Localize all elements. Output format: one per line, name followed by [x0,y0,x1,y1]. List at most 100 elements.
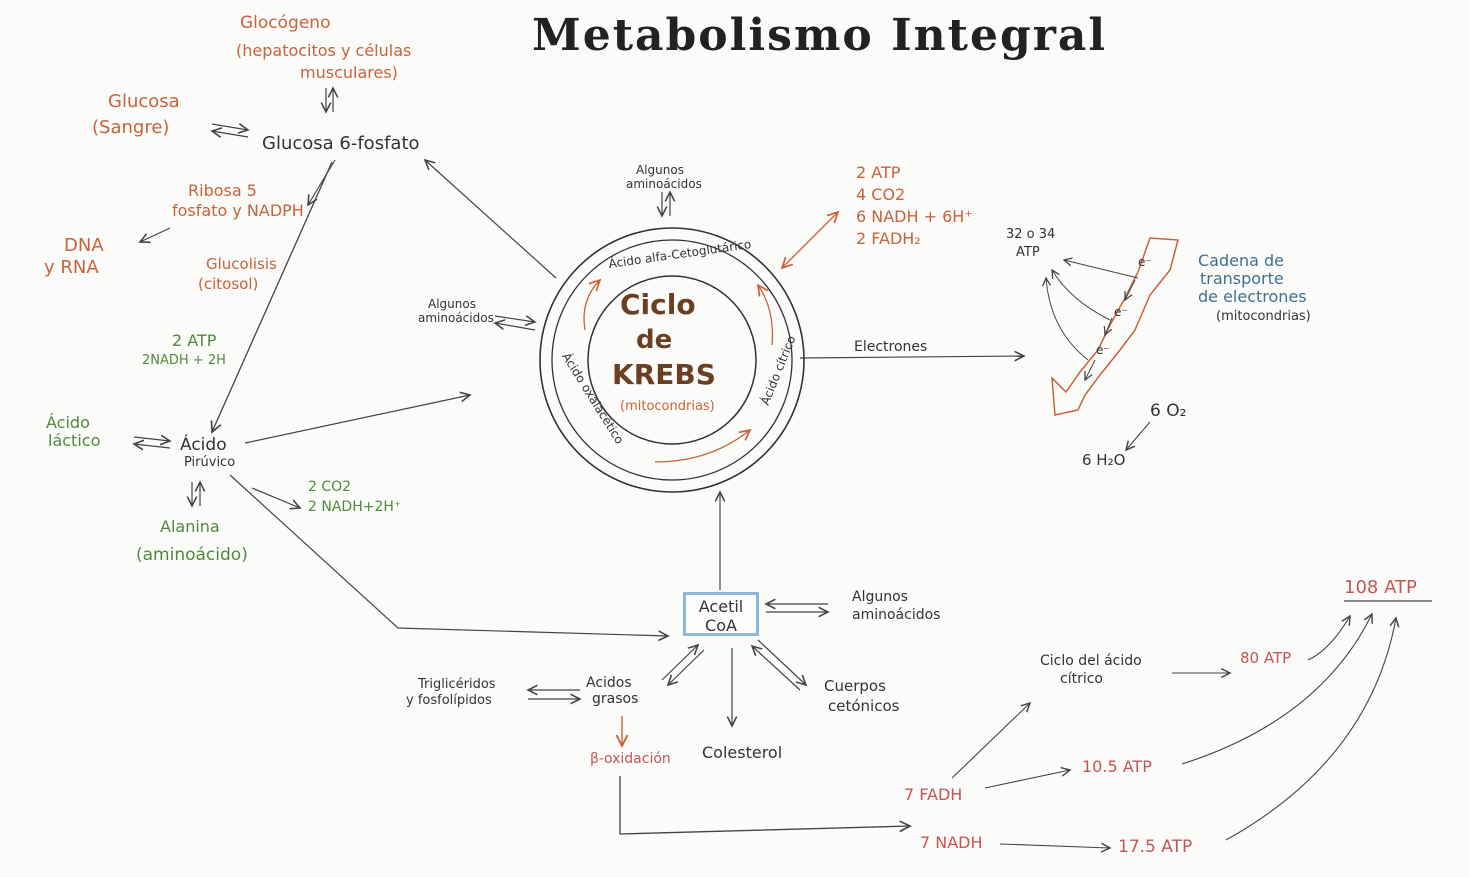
glucolisis-atp: 2 ATP [172,331,217,350]
arrow-atp105-to-108 [1181,614,1372,765]
arrow-krebs-products [782,212,838,268]
arrow-krebs-to-g6p [425,160,557,279]
arrow-atp80-to-108 [1307,616,1350,661]
rna-label: y RNA [44,257,99,278]
piruvato-co2: 2 CO2 [308,479,352,495]
krebs-middle-ring [551,239,793,481]
arrow-o2-to-h2o [1126,421,1151,450]
cycle-arrow-left [583,280,600,331]
krebs-prod-fadh: 2 FADH₂ [856,229,921,248]
etc-band [1051,237,1179,416]
krebs-inner-ring [587,275,757,445]
arrow-grasos-to-acetil [661,645,698,681]
arrow-ribosa-to-dna [140,227,171,242]
arrow-glucolisis [212,161,333,432]
arrow-sangre-to-g6p [211,124,248,130]
colesterol-label: Colesterol [702,743,783,762]
etc-electron-1: e⁻ [1138,255,1152,269]
arrow-g6p-to-ribosa [308,159,336,205]
glucogeno-sub1: (hepatocitos y células [236,41,412,60]
arrow-boxidacion-to-fadh [619,776,910,835]
arrow-cuerpos-to-acetil [752,646,801,691]
ciclo-citrico-1: Ciclo del ácido [1040,653,1142,669]
etc-to-atp-1 [1064,260,1139,279]
cadena-label-2: transporte [1200,269,1284,288]
cadena-label-3: de electrones [1198,287,1307,306]
dna-label: DNA [64,235,104,256]
trigli-label-1: Triglicéridos [418,677,496,692]
aa-right-1: Algunos [852,589,908,605]
krebs-prod-atp: 2 ATP [856,163,901,182]
arrow-fadh-to-atp105 [984,770,1070,789]
beta-oxidacion-label: β-oxidación [590,751,671,767]
krebs-title-1: Ciclo [620,288,696,321]
arrow-nadh-to-atp175 [999,844,1110,848]
glucogeno-label: Glocógeno [240,13,331,33]
acido-lactico-2: láctico [48,431,101,450]
trigli-label-2: y fosfolípidos [406,693,492,708]
piruvato-nadh: 2 NADH+2H⁺ [308,499,402,515]
arrow-fadh-to-ciclo [951,703,1030,779]
nadh-7: 7 NADH [920,833,983,852]
acidos-grasos-1: Acidos [586,675,632,691]
o2-label: 6 O₂ [1150,401,1187,421]
ribosa-label-2: fosfato y NADPH [172,201,304,220]
arrow-aa-left-out [495,323,536,331]
arrow-piruvico-to-acetil [229,474,668,636]
etc-e-arrow-3 [1085,359,1096,380]
glucosa-6-fosfato: Glucosa 6-fosfato [262,133,420,154]
krebs-outer-ring [539,227,805,493]
arrow-electrones [799,356,1024,358]
cycle-arrow-right [758,285,774,346]
krebs-prod-co2: 4 CO2 [856,185,906,204]
etc-to-atp-2 [1052,270,1111,321]
aa-right-2: aminoácidos [852,607,941,623]
atp-80: 80 ATP [1240,649,1292,667]
ribosa-label-1: Ribosa 5 [188,181,257,200]
arrow-aa-left-in [494,316,535,322]
acidos-grasos-2: grasos [592,691,639,707]
etc-electron-2: e⁻ [1114,305,1128,319]
etc-atp-count: 32 o 34 [1006,227,1056,242]
glucolisis-nadh: 2NADH + 2H [142,353,226,368]
cadena-label-1: Cadena de [1198,251,1285,270]
aa-left-1: Algunos [428,297,476,311]
atp-10-5: 10.5 ATP [1082,757,1152,776]
krebs-prod-nadh: 6 NADH + 6H⁺ [856,207,973,226]
acido-piruvico-2: Pirúvico [184,455,236,470]
ciclo-citrico-2: cítrico [1060,671,1103,687]
alanina-label: Alanina [160,517,220,536]
arrow-g6p-to-sangre [212,131,249,137]
acetil-label: Acetil [698,597,744,616]
atp-108: 108 ATP [1344,577,1417,598]
arrow-piruvico-to-krebs [244,395,470,444]
krebs-title-3: KREBS [612,358,716,391]
aa-top-2: aminoácidos [626,177,702,191]
cycle-arrow-bottom [654,430,750,463]
h2o-label: 6 H₂O [1082,451,1126,469]
fadh-7: 7 FADH [904,785,963,804]
cuerpos-cetonicos-1: Cuerpos [824,677,886,695]
cadena-sub: (mitocondrias) [1216,309,1311,324]
aa-top-1: Algunos [636,163,684,177]
glucogeno-sub2: musculares) [300,63,398,82]
arrow-acetil-to-cuerpos [757,639,806,685]
krebs-title-2: de [636,325,673,355]
glucosa-sangre-sub: (Sangre) [92,117,170,138]
etc-to-atp-3 [1046,278,1089,361]
electrones-label: Electrones [854,339,928,355]
acido-piruvico-1: Ácido [180,435,227,455]
krebs-sub: (mitocondrias) [620,399,715,414]
aa-left-2: aminoácidos [418,311,494,325]
etc-e-arrow-1 [1125,279,1136,300]
arrow-acetil-to-grasos [668,649,705,685]
etc-atp-label: ATP [1016,245,1040,260]
atp-17-5: 17.5 ATP [1118,837,1193,857]
glucolisis-sub: (citosol) [198,275,259,293]
etc-electron-3: e⁻ [1096,343,1110,357]
glucolisis-label: Glucolisis [206,255,277,273]
acetil-coa-box: Acetil CoA [683,592,759,636]
cuerpos-cetonicos-2: cetónicos [828,697,900,715]
arrow-piruvico-to-lactico [134,444,171,448]
